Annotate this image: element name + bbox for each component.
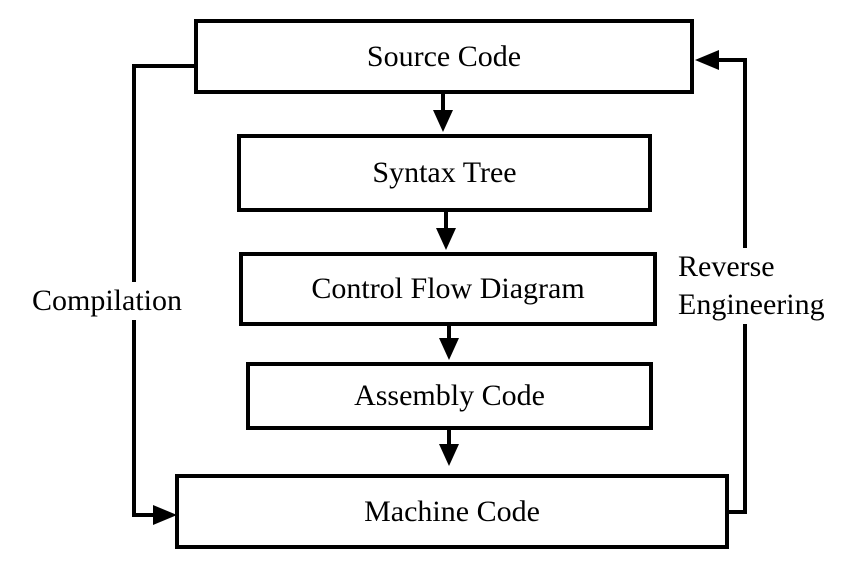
arrowhead-reverse-engineering <box>695 50 719 70</box>
label-reverse-engineering: Reverse Engineering <box>676 248 827 324</box>
label-compilation: Compilation <box>30 282 184 320</box>
arrowhead-syntax-to-cfd <box>436 228 456 250</box>
label-reverse-engineering-line1: Reverse <box>678 250 775 283</box>
node-syntax-tree: Syntax Tree <box>237 134 652 212</box>
node-assembly-code: Assembly Code <box>246 362 653 430</box>
node-machine-code: Machine Code <box>175 474 729 549</box>
label-reverse-engineering-line2: Engineering <box>678 288 825 321</box>
arrowhead-cfd-to-assembly <box>439 338 459 360</box>
node-source-code: Source Code <box>194 19 694 94</box>
arrowhead-compilation <box>153 505 177 525</box>
arrowhead-source-to-syntax <box>433 110 453 132</box>
arrowhead-assembly-to-machine <box>439 444 459 466</box>
node-control-flow-diagram: Control Flow Diagram <box>239 252 657 326</box>
